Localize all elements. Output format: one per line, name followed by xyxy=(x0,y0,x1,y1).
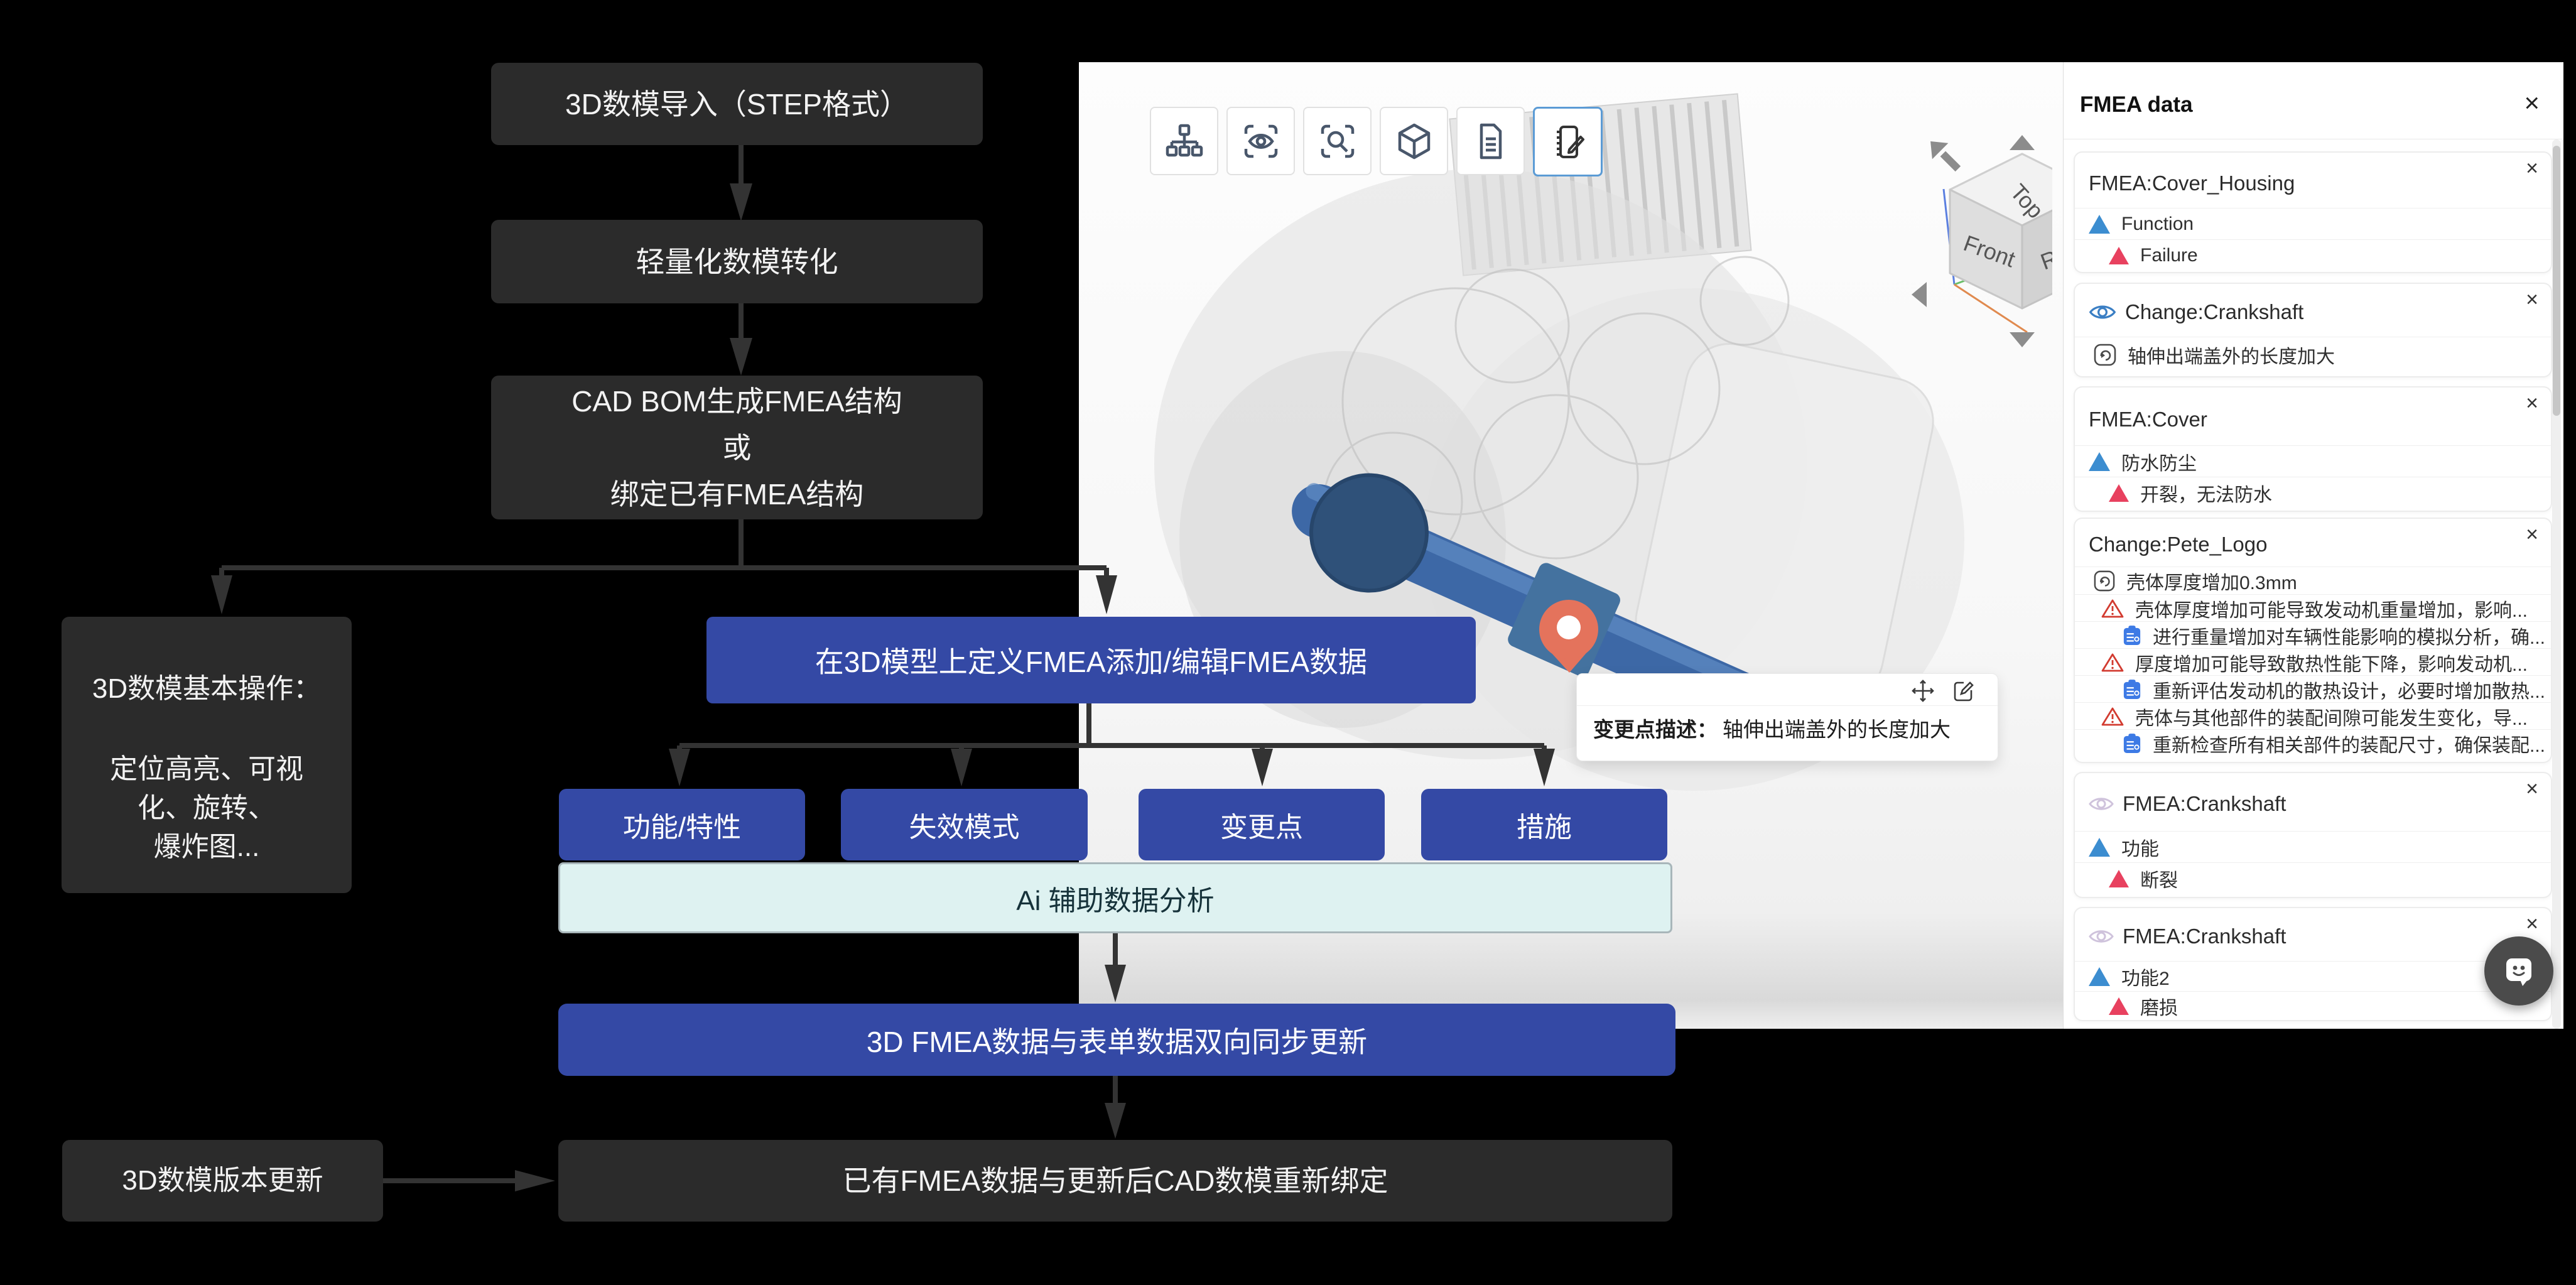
scrollbar-thumb[interactable] xyxy=(2553,146,2560,416)
flow-box-rebind: 已有FMEA数据与更新后CAD数模重新绑定 xyxy=(558,1140,1672,1222)
flow-button-function: 功能/特性 xyxy=(559,789,805,860)
flow-box-define-fmea: 在3D模型上定义FMEA添加/编辑FMEA数据 xyxy=(706,617,1476,703)
flow-box-version-update: 3D数模版本更新 xyxy=(62,1140,383,1222)
function-row: 功能2 xyxy=(2121,968,2170,989)
view-focus-tool-button[interactable] xyxy=(1226,107,1295,175)
annotate-edit-tool-button[interactable] xyxy=(1533,107,1603,176)
flow-box-lightweight: 轻量化数模转化 xyxy=(491,220,983,303)
flow-box-step-import: 3D数模导入（STEP格式） xyxy=(491,63,983,145)
function-row: 功能 xyxy=(2121,839,2159,860)
failure-triangle-icon xyxy=(2109,247,2129,264)
zoom-search-tool-button[interactable] xyxy=(1303,107,1372,175)
fmea-card: × FMEA:Cover_Housing Function Failure xyxy=(2074,151,2552,273)
view-focus-icon xyxy=(1244,124,1277,158)
measure-row: 重新评估发动机的散热设计，必要时增加散热... xyxy=(2153,681,2546,702)
hierarchy-icon xyxy=(1166,124,1203,156)
card-close-button[interactable]: × xyxy=(2526,391,2538,415)
card-close-button[interactable]: × xyxy=(2526,777,2538,801)
warning-icon xyxy=(2101,653,2124,671)
flow-box-ai-analysis: Ai 辅助数据分析 xyxy=(558,862,1672,933)
edit-icon[interactable] xyxy=(1951,679,1975,703)
chat-fab-button[interactable] xyxy=(2484,936,2553,1006)
card-title: Change:Crankshaft xyxy=(2089,300,2303,324)
failure-row: 磨损 xyxy=(2140,998,2178,1019)
warning-icon xyxy=(2101,707,2124,725)
failure-row: Failure xyxy=(2140,245,2198,266)
change-pin-marker xyxy=(1539,600,1598,673)
zoom-search-icon xyxy=(1321,124,1354,158)
function-row: Function xyxy=(2121,214,2194,234)
tooltip-label: 变更点描述： xyxy=(1593,718,1718,741)
chat-smiley-icon xyxy=(2506,958,2531,986)
flow-box-sync: 3D FMEA数据与表单数据双向同步更新 xyxy=(558,1004,1675,1076)
3d-viewer: Top Front Right xyxy=(1079,62,2063,1029)
panel-title: FMEA data xyxy=(2080,92,2193,117)
function-triangle-icon xyxy=(2089,452,2110,471)
flow-button-measure: 措施 xyxy=(1421,789,1667,860)
change-icon xyxy=(2094,344,2116,366)
measure-row: 进行重量增加对车辆性能影响的模拟分析，确... xyxy=(2153,627,2546,648)
measure-icon xyxy=(2123,679,2141,699)
document-icon xyxy=(1480,123,1502,159)
measure-icon xyxy=(2123,625,2141,645)
viewcube-rotate-arrows[interactable] xyxy=(1912,133,2052,347)
panel-close-button[interactable]: × xyxy=(2524,88,2540,117)
fmea-card: × FMEA:Crankshaft 功能2 磨损 xyxy=(2074,907,2552,1021)
flow-box-bom: CAD BOM生成FMEA结构或绑定已有FMEA结构 xyxy=(491,376,983,519)
eye-icon[interactable] xyxy=(2089,795,2114,813)
card-title: FMEA:Crankshaft xyxy=(2089,792,2286,816)
viewer-toolbar xyxy=(1150,107,1603,176)
change-card: × Change:Pete_Logo 壳体厚度增加0.3mm 壳体厚度增加可能导… xyxy=(2074,518,2552,763)
card-title: FMEA:Cover_Housing xyxy=(2089,171,2295,195)
function-triangle-icon xyxy=(2089,967,2110,986)
eye-icon[interactable] xyxy=(2089,303,2116,322)
failure-triangle-icon xyxy=(2109,870,2129,887)
change-tooltip: 变更点描述： 轴伸出端盖外的长度加大 xyxy=(1576,673,1998,761)
move-icon[interactable] xyxy=(1911,679,1935,703)
card-title: Change:Pete_Logo xyxy=(2089,533,2268,556)
document-tool-button[interactable] xyxy=(1456,107,1525,175)
card-title: FMEA:Cover xyxy=(2089,408,2207,431)
measure-row: 重新检查所有相关部件的装配尺寸，确保装配... xyxy=(2153,735,2546,756)
view-cube[interactable]: Top Front Right xyxy=(1801,87,2052,357)
fmea-card: × FMEA:Cover 防水防尘 开裂，无法防水 xyxy=(2074,386,2552,512)
change-card: × Change:Crankshaft 轴伸出端盖外的长度加大 xyxy=(2074,283,2552,377)
function-row: 防水防尘 xyxy=(2121,453,2197,474)
failure-triangle-icon xyxy=(2109,997,2129,1015)
measure-icon xyxy=(2123,733,2141,753)
function-triangle-icon xyxy=(2089,838,2110,857)
warning-row: 壳体厚度增加可能导致发动机重量增加，影响... xyxy=(2135,600,2528,621)
warning-icon xyxy=(2101,599,2124,617)
fmea-card: × FMEA:Crankshaft 功能 断裂 xyxy=(2074,772,2552,898)
card-title: FMEA:Crankshaft xyxy=(2089,924,2286,948)
failure-row: 断裂 xyxy=(2140,870,2178,891)
failure-triangle-icon xyxy=(2109,484,2129,502)
tooltip-text: 轴伸出端盖外的长度加大 xyxy=(1723,718,1951,741)
card-close-button[interactable]: × xyxy=(2526,288,2538,312)
flow-button-failure-mode: 失效模式 xyxy=(841,789,1088,860)
panel-scrollbar[interactable] xyxy=(2552,139,2561,1029)
card-close-button[interactable]: × xyxy=(2526,912,2538,936)
cube-tool-button[interactable] xyxy=(1380,107,1448,175)
warning-row: 厚度增加可能导致散热性能下降，影响发动机... xyxy=(2135,654,2528,675)
flow-box-basic-ops: 3D数模基本操作： 定位高亮、可视 化、旋转、 爆炸图... xyxy=(62,617,352,893)
eye-icon[interactable] xyxy=(2089,928,2114,945)
change-icon xyxy=(2094,570,2115,592)
fmea-data-panel: FMEA data × × FMEA:Cover_Housing Functio… xyxy=(2063,62,2563,1029)
change-row: 轴伸出端盖外的长度加大 xyxy=(2128,347,2335,367)
flow-button-change-point: 变更点 xyxy=(1139,789,1385,860)
card-close-button[interactable]: × xyxy=(2526,523,2538,546)
annotate-edit-icon xyxy=(1556,125,1584,158)
failure-row: 开裂，无法防水 xyxy=(2140,485,2272,506)
warning-row: 壳体与其他部件的装配间隙可能发生变化，导... xyxy=(2135,708,2528,729)
change-row: 壳体厚度增加0.3mm xyxy=(2126,573,2297,594)
card-close-button[interactable]: × xyxy=(2526,156,2538,180)
hierarchy-tool-button[interactable] xyxy=(1150,107,1218,175)
tooltip-header xyxy=(1577,674,1998,706)
function-triangle-icon xyxy=(2089,215,2110,234)
cube-icon xyxy=(1398,123,1430,159)
